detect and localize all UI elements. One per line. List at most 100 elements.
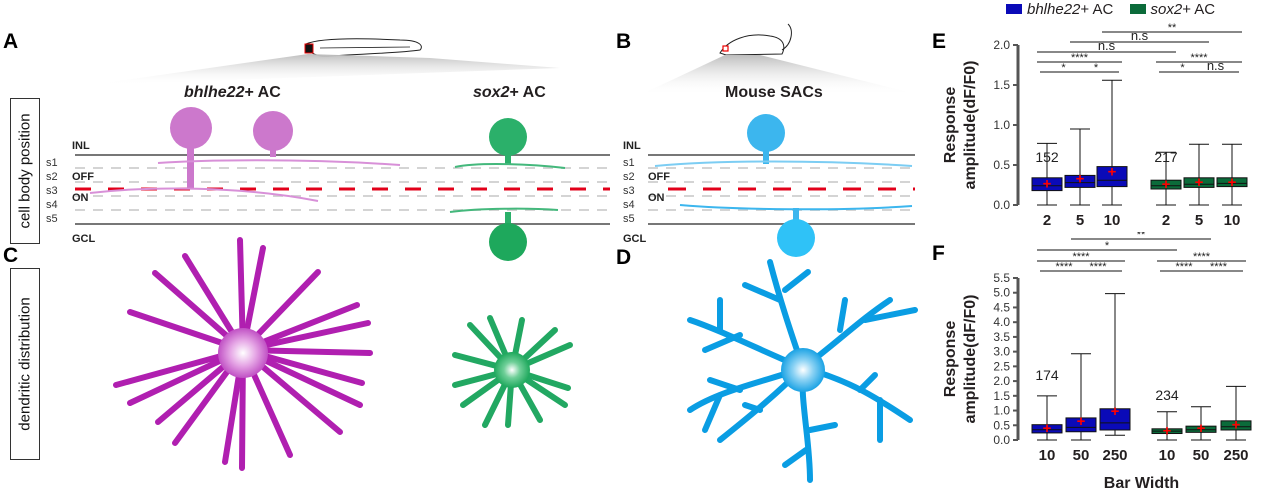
- box: [1064, 174, 1096, 188]
- retina-layers-a: [75, 154, 610, 225]
- layer-inl: INL: [72, 140, 90, 152]
- zebrafish-icon: [304, 38, 422, 57]
- box: [1065, 417, 1097, 433]
- stratum-s3: s3: [46, 185, 58, 197]
- layer-off: OFF: [648, 171, 670, 183]
- y-tick-label: 0.0: [993, 433, 1010, 447]
- layer-off: OFF: [72, 171, 94, 183]
- box: [1216, 177, 1248, 188]
- stratum-s2: s2: [46, 171, 58, 183]
- sample-size-label: 152: [1035, 149, 1059, 165]
- chart-f: 0.00.51.01.52.02.53.03.54.04.55.05.5Resp…: [942, 232, 1252, 492]
- mouse-sac-side-view: [654, 114, 913, 257]
- x-tick-label: 10: [1104, 212, 1121, 229]
- stratum-s5: s5: [623, 213, 635, 225]
- significance-label: *: [1180, 62, 1185, 74]
- x-tick-label: 2: [1162, 212, 1170, 229]
- mean-marker: +: [1162, 176, 1171, 193]
- zoom-fan: [90, 54, 560, 85]
- significance-label: n.s: [1098, 38, 1116, 53]
- y-axis-label: amplitude(dF/F0): [962, 61, 979, 190]
- x-tick-label: 250: [1223, 447, 1248, 464]
- row-label-cell-body-position: cell body position: [10, 98, 40, 244]
- x-tick-label: 250: [1102, 447, 1127, 464]
- significance-label: ****: [1089, 261, 1107, 273]
- mean-marker: +: [1228, 174, 1237, 191]
- stratum-s4: s4: [46, 199, 58, 211]
- sample-size-label: 234: [1155, 387, 1179, 403]
- zoom-fan: [640, 55, 920, 95]
- mean-marker: +: [1043, 420, 1052, 437]
- x-tick-label: 5: [1195, 212, 1203, 229]
- stratum-s3: s3: [623, 185, 635, 197]
- row-label-dendritic-distribution: dendritic distribution: [10, 268, 40, 460]
- schematic-illustration: [75, 23, 920, 483]
- x-tick-label: 2: [1043, 212, 1051, 229]
- mean-marker: +: [1077, 413, 1086, 430]
- legend-label: sox2: [1150, 1, 1183, 18]
- panel-label-d: D: [616, 246, 632, 269]
- y-tick-label: 1.5: [993, 389, 1010, 403]
- layer-gcl: GCL: [72, 233, 96, 245]
- mean-marker: +: [1163, 422, 1172, 439]
- mean-marker: +: [1111, 403, 1120, 420]
- box: [1099, 408, 1131, 431]
- y-tick-label: 2.0: [993, 38, 1010, 52]
- stratum-s4: s4: [623, 199, 635, 211]
- significance-label: ****: [1210, 261, 1228, 273]
- mean-marker: +: [1043, 175, 1052, 192]
- layer-on: ON: [72, 192, 89, 204]
- box: [1150, 179, 1182, 190]
- legend-label: bhlhe22: [1027, 1, 1081, 18]
- y-tick-label: 0.5: [993, 418, 1010, 432]
- y-tick-label: 1.0: [993, 118, 1010, 132]
- significance-label: *: [1061, 62, 1066, 74]
- stratum-s1: s1: [46, 157, 58, 169]
- layer-gcl: GCL: [623, 233, 647, 245]
- layer-inl: INL: [623, 140, 641, 152]
- legend: bhlhe22+ AC sox2+ AC: [1006, 1, 1215, 18]
- stratum-s2: s2: [623, 171, 635, 183]
- y-axis-label: Response: [942, 321, 959, 398]
- bhlhe22-soma: [218, 328, 268, 378]
- bhlhe22-cell-side-view: [89, 107, 401, 202]
- panel-label-b: B: [616, 30, 632, 53]
- retina-layers-b: [648, 154, 915, 225]
- legend-swatch-sox2: [1129, 4, 1146, 14]
- y-tick-label: 1.0: [993, 404, 1010, 418]
- mean-marker: +: [1197, 420, 1206, 437]
- significance-label: *: [1105, 240, 1110, 252]
- y-tick-label: 1.5: [993, 78, 1010, 92]
- panel-label-a: A: [3, 30, 19, 53]
- stratum-s1: s1: [623, 157, 635, 169]
- box: [1031, 424, 1063, 434]
- y-tick-label: 0.5: [993, 158, 1010, 172]
- title-bhlhe22: bhlhe22+ AC: [184, 84, 281, 101]
- mean-marker: +: [1232, 416, 1241, 433]
- mouse-sac-soma: [781, 348, 825, 392]
- significance-label: ****: [1072, 251, 1090, 263]
- mean-marker: +: [1108, 163, 1117, 180]
- legend-label: + AC: [1182, 1, 1216, 18]
- legend-label: + AC: [1080, 1, 1114, 18]
- sample-size-label: 174: [1035, 367, 1059, 383]
- y-tick-label: 5.5: [993, 271, 1010, 285]
- y-tick-label: 3.0: [993, 345, 1010, 359]
- x-tick-label: 50: [1193, 447, 1210, 464]
- box: [1183, 177, 1215, 188]
- x-tick-label: 50: [1073, 447, 1090, 464]
- significance-label: ****: [1055, 261, 1073, 273]
- x-tick-label: 10: [1224, 212, 1241, 229]
- sample-size-label: 217: [1154, 149, 1178, 165]
- stratum-s5: s5: [46, 213, 58, 225]
- significance-label: ****: [1071, 52, 1089, 64]
- panel-label-f: F: [932, 242, 945, 265]
- title-mouse-sacs: Mouse SACs: [725, 84, 823, 101]
- x-tick-label: 10: [1159, 447, 1176, 464]
- significance-label: *: [1094, 62, 1099, 74]
- panel-label-c: C: [3, 244, 19, 267]
- significance-label: ****: [1193, 251, 1211, 263]
- y-tick-label: 3.5: [993, 330, 1010, 344]
- title-sox2: sox2+ AC: [473, 84, 546, 101]
